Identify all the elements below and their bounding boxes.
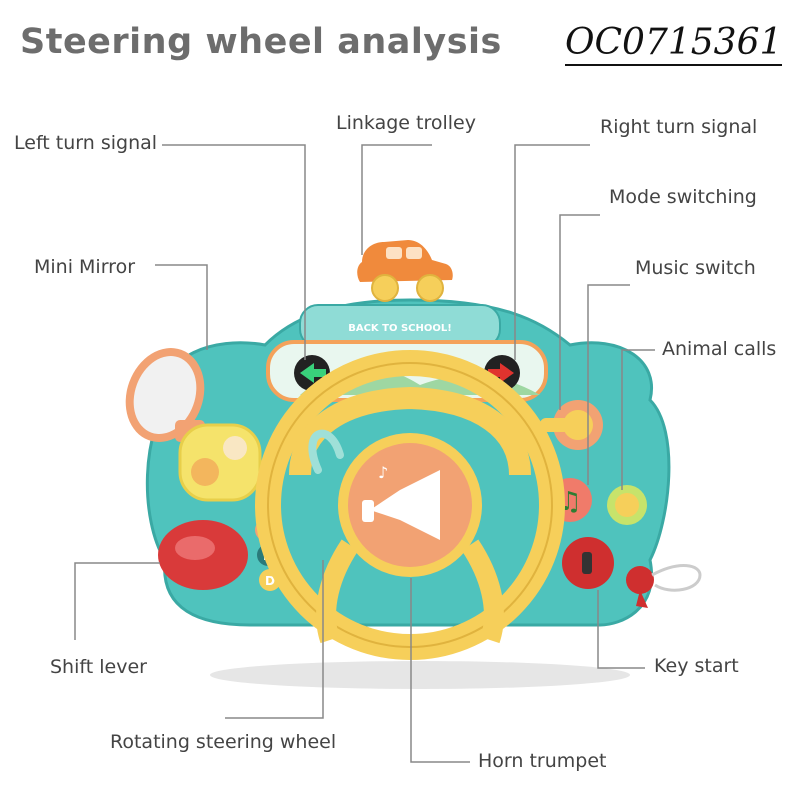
horn-trumpet-button[interactable]: ♪ (338, 433, 482, 577)
dog-face-icon (223, 436, 247, 460)
cat-face-icon (191, 458, 219, 486)
board-text: BACK TO SCHOOL! (348, 323, 452, 334)
label-rotating-steering-wheel: Rotating steering wheel (110, 731, 337, 753)
callout-line-mirror (155, 264, 208, 350)
gear-d-label: D (265, 574, 275, 588)
callout-line-linkage (361, 144, 432, 255)
left-arrow-icon (300, 363, 326, 383)
shift-lever[interactable] (158, 520, 248, 590)
callout-line-key (597, 590, 645, 669)
callout-line-music (587, 284, 630, 485)
callout-line-horn (410, 578, 470, 763)
horn-music-note-icon: ♪ (378, 463, 388, 482)
product-code: OC0715361 (565, 22, 783, 66)
label-shift-lever: Shift lever (50, 656, 147, 678)
megaphone-icon (370, 470, 440, 540)
label-key-start: Key start (654, 655, 739, 677)
callout-line-shift (74, 562, 160, 640)
label-music-switch: Music switch (635, 257, 756, 279)
label-right-turn-signal: Right turn signal (600, 116, 758, 138)
label-mode-switching: Mode switching (609, 186, 757, 208)
callout-line-wheel (225, 560, 324, 719)
right-arrow-icon (488, 363, 514, 383)
label-mini-mirror: Mini Mirror (34, 256, 136, 278)
label-left-turn-signal: Left turn signal (14, 132, 158, 154)
label-horn-trumpet: Horn trumpet (478, 750, 607, 772)
animal-calls-button[interactable] (607, 485, 647, 525)
toy-shadow (210, 661, 630, 689)
mode-switch-lion-button[interactable] (540, 400, 603, 450)
label-animal-calls: Animal calls (662, 338, 777, 360)
callout-line-right-turn (514, 144, 590, 360)
linkage-trolley-car[interactable] (357, 240, 453, 302)
mini-mirror[interactable] (113, 337, 217, 453)
page-title: Steering wheel analysis (20, 22, 502, 62)
rotating-steering-wheel[interactable] (255, 350, 565, 660)
callout-line-left-turn (162, 144, 306, 360)
callout-line-animal (621, 349, 655, 490)
callout-line-mode (559, 214, 600, 410)
label-linkage-trolley: Linkage trolley (336, 112, 476, 134)
key-start[interactable] (562, 537, 702, 608)
